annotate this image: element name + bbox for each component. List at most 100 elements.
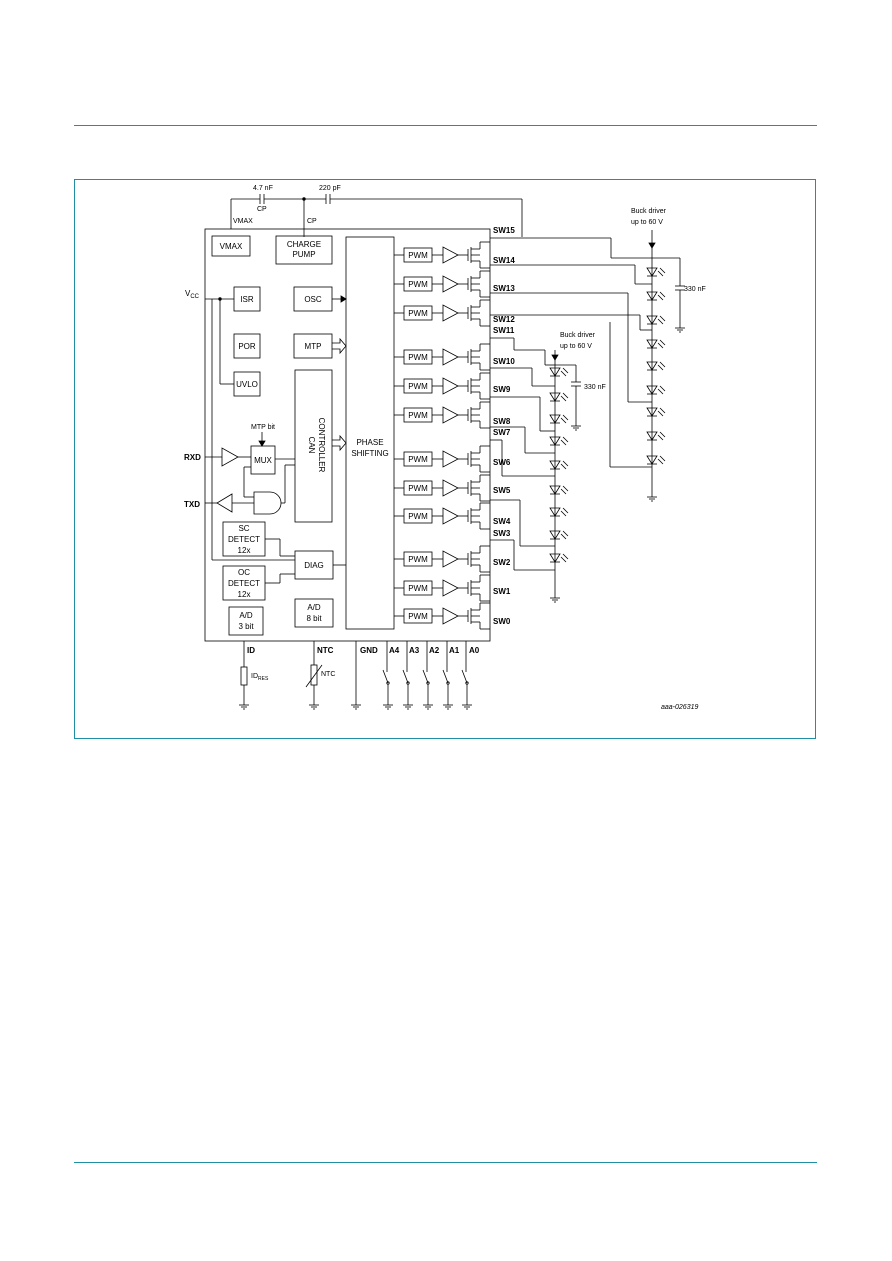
buck-a-line1: Buck driver bbox=[631, 208, 667, 215]
ntc-thermistor bbox=[310, 664, 318, 686]
controller-label: CONTROLLER bbox=[317, 418, 326, 473]
shifting-label: SHIFTING bbox=[351, 449, 388, 458]
pwm-label: PWM bbox=[408, 411, 428, 420]
gate-driver bbox=[442, 607, 459, 625]
pwm-channel: PWM bbox=[394, 545, 490, 573]
switch-label: SW9 bbox=[493, 385, 511, 394]
led bbox=[646, 339, 666, 349]
led-diode bbox=[646, 361, 658, 371]
gate-driver bbox=[442, 507, 459, 525]
led bbox=[646, 385, 666, 395]
led bbox=[549, 485, 569, 495]
txd-buffer bbox=[216, 493, 233, 513]
footer-rule bbox=[74, 1162, 817, 1163]
left-blocks: VMAX CHARGE PUMP ISR OSC POR MTP UVLO VC… bbox=[184, 235, 347, 636]
led bbox=[549, 460, 569, 470]
switch-label: SW5 bbox=[493, 486, 511, 495]
switch-label: SW2 bbox=[493, 558, 511, 567]
led-diode bbox=[646, 385, 658, 395]
pwm-channel: PWM bbox=[394, 474, 490, 502]
switch-label: SW10 bbox=[493, 357, 515, 366]
cp-pin-label: CP bbox=[307, 218, 317, 225]
led bbox=[646, 431, 666, 441]
buck-a-line2: up to 60 V bbox=[631, 219, 663, 226]
ntc-pin: NTC bbox=[317, 646, 334, 655]
vcc-label: VCC bbox=[185, 289, 200, 300]
gnd-pin: GND bbox=[360, 646, 378, 655]
rxd-buffer bbox=[221, 447, 239, 467]
cap-330n-a: 330 nF bbox=[684, 286, 706, 293]
led-diode bbox=[549, 436, 561, 446]
led bbox=[646, 455, 666, 465]
gate-driver bbox=[442, 246, 459, 264]
switch-label: SW0 bbox=[493, 617, 511, 626]
led-diode bbox=[646, 291, 658, 301]
pwm-channels: PWMPWMPWMPWMPWMPWMPWMPWMPWMPWMPWMPWMSW15… bbox=[394, 226, 515, 630]
addr-switch bbox=[442, 669, 449, 684]
cap-330n-b: 330 nF bbox=[584, 384, 606, 391]
led-diode bbox=[549, 367, 561, 377]
led bbox=[549, 414, 569, 424]
addr-switch bbox=[461, 669, 468, 684]
chip-outline bbox=[204, 228, 491, 642]
led-diode bbox=[549, 553, 561, 563]
a2-pin: A2 bbox=[429, 646, 440, 655]
por-label: POR bbox=[238, 342, 256, 351]
pwm-channel: PWM bbox=[394, 241, 490, 269]
addr-switch bbox=[422, 669, 429, 684]
pwm-label: PWM bbox=[408, 455, 428, 464]
gate-driver bbox=[442, 377, 459, 395]
ad3-bits-label: 3 bit bbox=[238, 622, 254, 631]
figure-id: aaa-026319 bbox=[661, 704, 698, 711]
ad3-label: A/D bbox=[239, 611, 253, 620]
ad-3bit-block bbox=[228, 606, 264, 636]
led-diode bbox=[549, 507, 561, 517]
vmax-block bbox=[211, 235, 251, 257]
oc-count-label: 12x bbox=[238, 590, 251, 599]
pwm-channel: PWM bbox=[394, 270, 490, 298]
led bbox=[549, 553, 569, 563]
cap-cp-label: CP bbox=[257, 206, 267, 213]
pwm-label: PWM bbox=[408, 512, 428, 521]
diag-label: DIAG bbox=[304, 561, 324, 570]
oc-label: OC bbox=[238, 568, 250, 577]
led-diode bbox=[646, 431, 658, 441]
and-gate bbox=[253, 491, 282, 515]
pwm-label: PWM bbox=[408, 251, 428, 260]
led-strings bbox=[490, 230, 685, 603]
led bbox=[549, 507, 569, 517]
buck-b-line2: up to 60 V bbox=[560, 343, 592, 350]
buck-b-line1: Buck driver bbox=[560, 332, 596, 339]
ad8-bits-label: 8 bit bbox=[306, 614, 322, 623]
pwm-label: PWM bbox=[408, 584, 428, 593]
a4-pin: A4 bbox=[389, 646, 400, 655]
led-diode bbox=[646, 315, 658, 325]
charge-pump-capacitors: 4.7 nF CP 220 pF VMAX CP bbox=[230, 185, 523, 237]
sc-detect-label: DETECT bbox=[228, 535, 260, 544]
ad-8bit-block bbox=[294, 598, 334, 628]
isr-label: ISR bbox=[240, 295, 254, 304]
cap-220p-label: 220 pF bbox=[319, 185, 341, 192]
ntc-ext-label: NTC bbox=[321, 671, 335, 678]
gate-driver bbox=[442, 275, 459, 293]
pwm-channel: PWM bbox=[394, 372, 490, 400]
pwm-channel: PWM bbox=[394, 502, 490, 530]
mtp-label: MTP bbox=[305, 342, 322, 351]
pwm-label: PWM bbox=[408, 484, 428, 493]
id-pin: ID bbox=[247, 646, 255, 655]
bottom-pins: ID IDRES NTC NTC GND A4 A3 A2 A1 A0 bbox=[239, 641, 480, 710]
led-diode bbox=[646, 339, 658, 349]
pwm-channel: PWM bbox=[394, 299, 490, 327]
led bbox=[646, 291, 666, 301]
pwm-label: PWM bbox=[408, 555, 428, 564]
phase-label: PHASE bbox=[356, 438, 383, 447]
led bbox=[646, 267, 666, 277]
led-diode bbox=[549, 414, 561, 424]
switch-label: SW8 bbox=[493, 417, 511, 426]
idres-label: IDRES bbox=[251, 673, 269, 682]
phase-shifting-block bbox=[345, 236, 395, 630]
rxd-pin: RXD bbox=[184, 453, 201, 462]
txd-pin: TXD bbox=[184, 500, 200, 509]
gate-driver bbox=[442, 479, 459, 497]
